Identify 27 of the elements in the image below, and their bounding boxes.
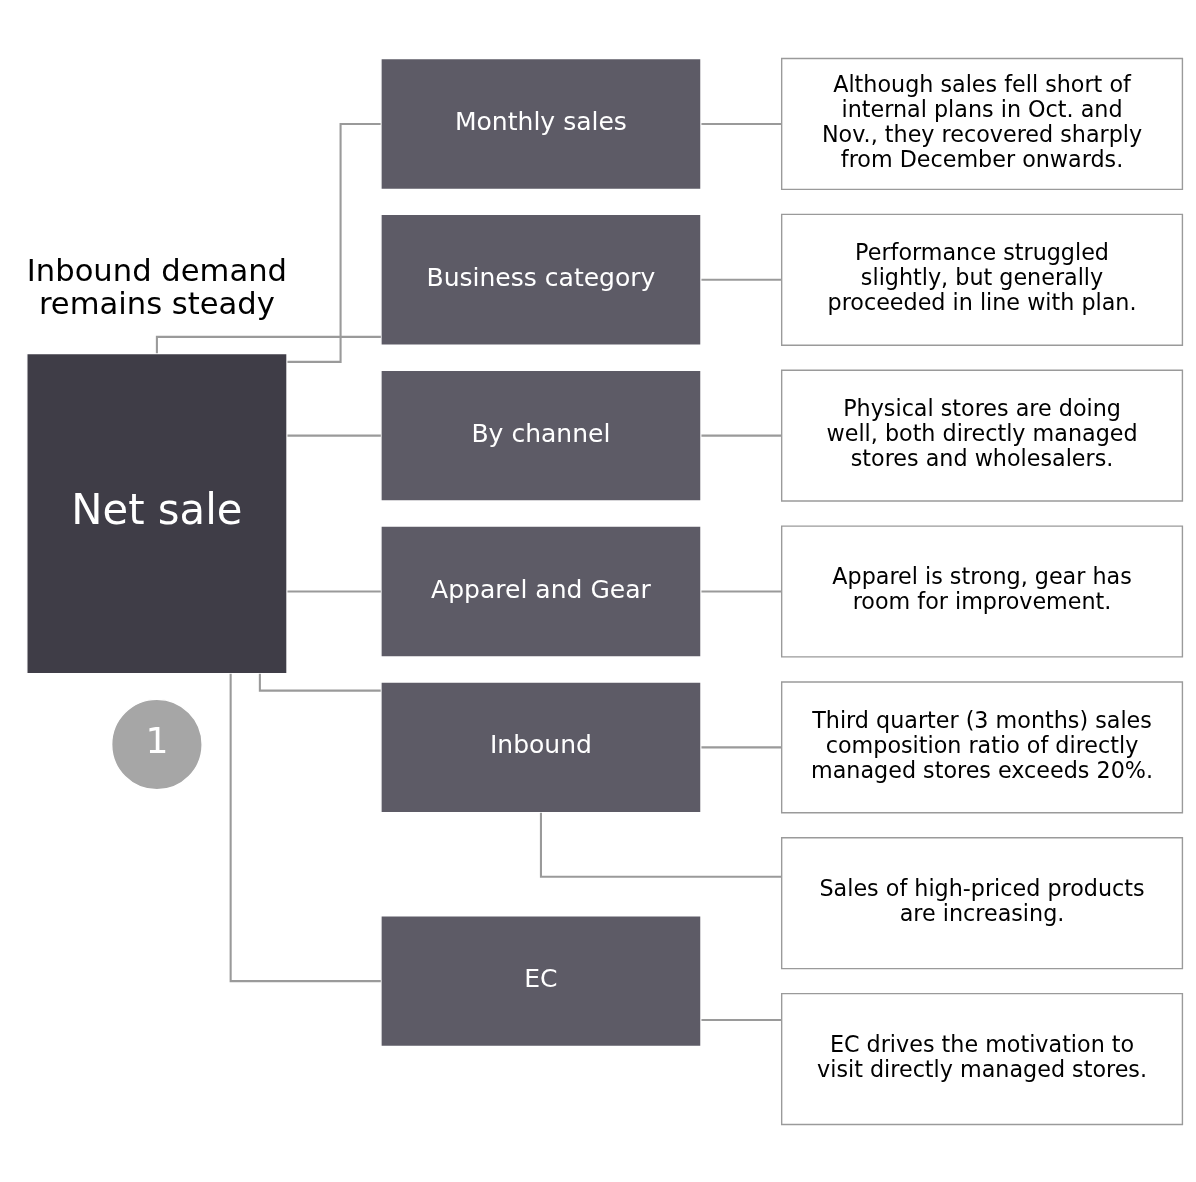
connector xyxy=(229,673,381,982)
label: Inbound demand remains steady xyxy=(26,252,288,321)
node-box: Apparel and Gear xyxy=(380,524,702,658)
connector xyxy=(701,122,782,125)
connector xyxy=(701,1018,782,1021)
connector xyxy=(287,434,381,437)
node-box: Monthly sales xyxy=(380,57,702,190)
node-box: Net sale xyxy=(26,352,288,674)
node-box: Inbound xyxy=(380,680,702,813)
node-box: EC drives the motivation to visit directly managed stores. xyxy=(780,992,1184,1125)
connector xyxy=(701,434,782,437)
node-box: EC xyxy=(380,914,702,1047)
connector xyxy=(701,589,782,593)
node-box: Apparel is strong, gear has room for improvement. xyxy=(780,524,1184,658)
node-box: Performance struggled slightly, but generally proceeded in line with plan. xyxy=(780,213,1184,346)
connector xyxy=(701,278,782,281)
connector xyxy=(287,589,381,593)
connector xyxy=(287,122,381,363)
node-box: Physical stores are doing well, both directly managed stores and wholesalers. xyxy=(780,369,1184,502)
node-box: Sales of high-priced products are increasing. xyxy=(780,836,1184,969)
connector xyxy=(701,745,782,748)
node-box: Business category xyxy=(380,213,702,346)
node-box: Although sales fell short of internal plans in Oct. and Nov., they recovered sharply from December onwards. xyxy=(780,57,1184,190)
node-circle: 1 xyxy=(111,698,203,790)
node-box: Third quarter (3 months) sales composition ratio of directly managed stores exceeds 20%. xyxy=(780,680,1184,813)
node-box: By channel xyxy=(380,369,702,502)
connector xyxy=(539,812,782,878)
